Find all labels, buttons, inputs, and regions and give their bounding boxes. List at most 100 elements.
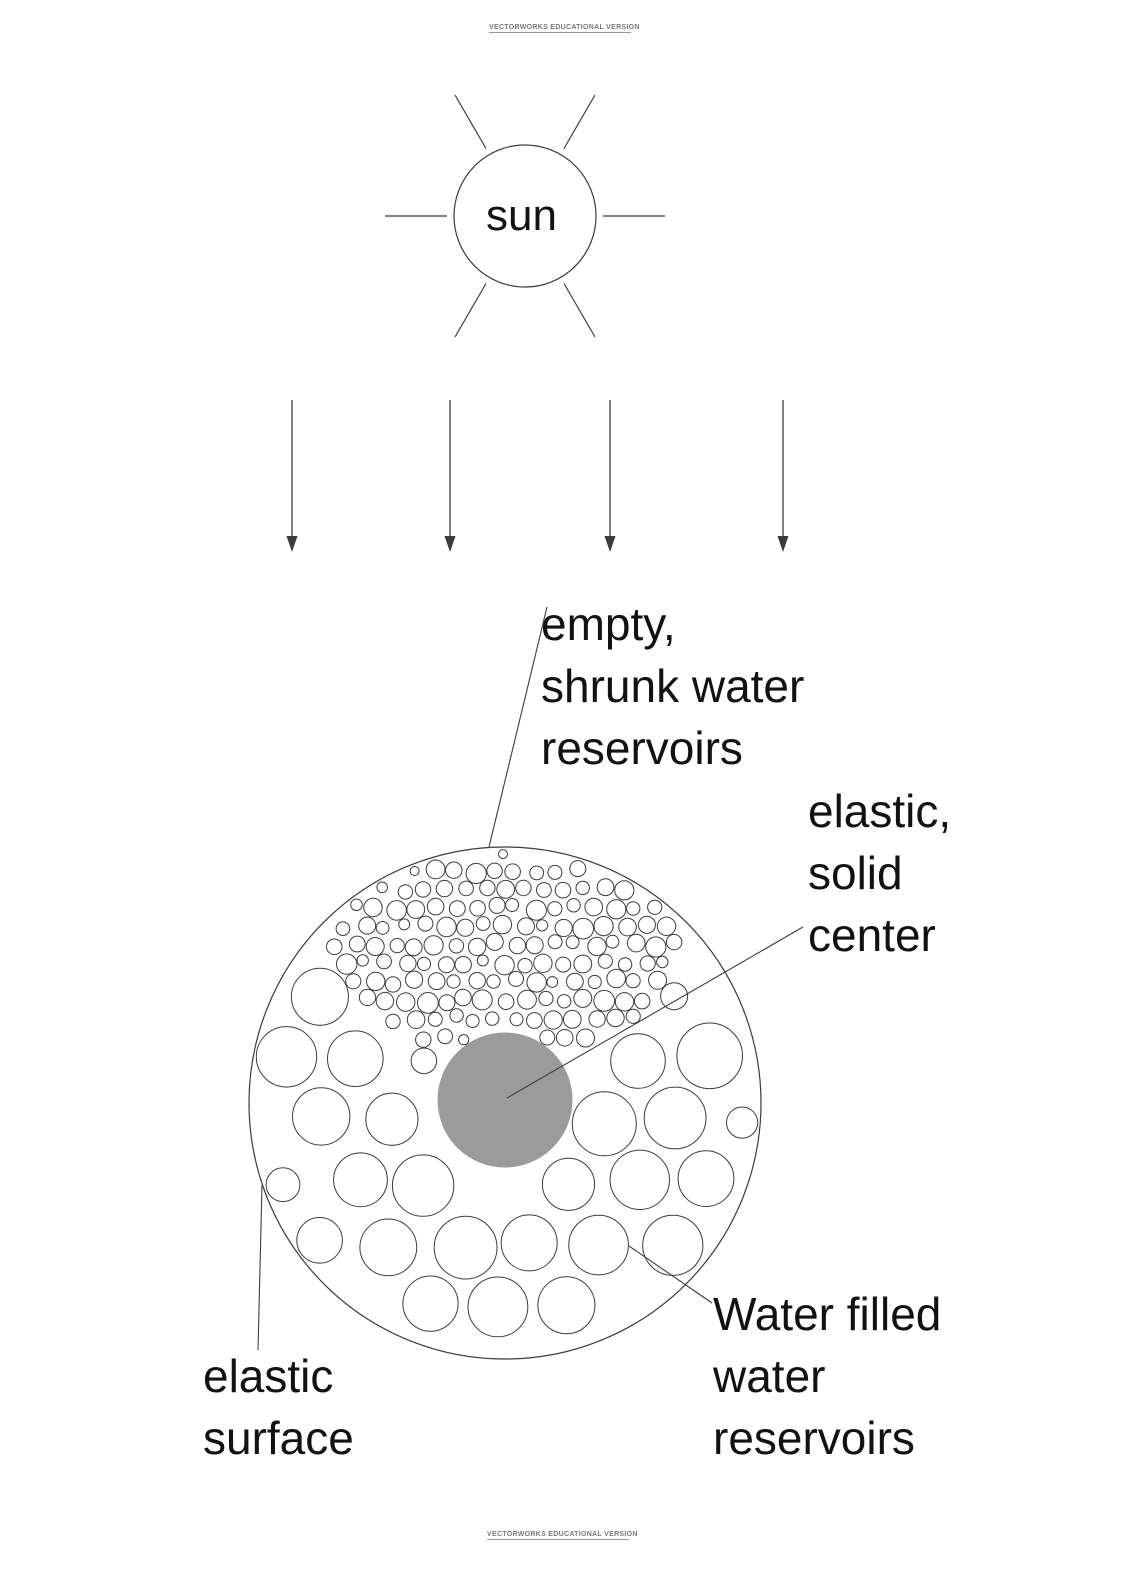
- empty-reservoir-circle: [496, 879, 516, 899]
- empty-reservoir-circle: [350, 898, 363, 912]
- empty-reservoir-circle: [456, 918, 475, 937]
- leader-solid-center: [506, 926, 804, 1099]
- empty-reservoir-circle: [384, 976, 402, 993]
- empty-reservoir-circle: [515, 879, 532, 897]
- empty-reservoir-circle: [587, 974, 602, 990]
- light-arrow-head: [286, 536, 298, 552]
- empty-reservoir-circle: [475, 916, 491, 931]
- empty-reservoir-circle: [485, 1011, 500, 1026]
- empty-reservoir-circle: [555, 956, 572, 973]
- empty-reservoir-circle: [365, 937, 385, 956]
- empty-reservoir-circle: [458, 1034, 470, 1046]
- label-elastic-solid-center: elastic, solid center: [808, 785, 952, 962]
- empty-reservoir-circle: [336, 953, 358, 975]
- empty-reservoir-circle: [647, 899, 663, 915]
- empty-reservoir-circle: [425, 859, 446, 880]
- empty-reservoir-circle: [435, 879, 454, 898]
- empty-reservoir-circle: [358, 988, 377, 1007]
- empty-reservoir-circle: [445, 861, 463, 879]
- empty-reservoir-circle: [617, 957, 633, 972]
- empty-reservoir-circle: [406, 900, 426, 919]
- empty-reservoir-circle: [416, 956, 432, 972]
- water-reservoir-circle: [568, 1214, 629, 1276]
- empty-reservoir-circle: [639, 955, 656, 972]
- empty-reservoir-circle: [593, 989, 616, 1012]
- empty-reservoir-circle: [605, 934, 620, 949]
- empty-reservoir-circle: [554, 918, 573, 938]
- empty-reservoir-circle: [363, 897, 383, 918]
- empty-reservoir-circle: [665, 933, 683, 951]
- empty-reservoir-circle: [566, 972, 584, 991]
- empty-reservoir-circle: [468, 972, 486, 990]
- empty-reservoir-circle: [656, 955, 669, 969]
- water-reservoir-circle: [643, 1086, 707, 1150]
- empty-reservoir-circle: [539, 1029, 556, 1046]
- empty-reservoir-circle: [417, 915, 434, 932]
- empty-reservoir-circle: [517, 958, 533, 974]
- empty-reservoir-circle: [606, 968, 627, 989]
- water-reservoir-circle: [676, 1022, 744, 1090]
- water-reservoir-circle: [255, 1026, 318, 1088]
- empty-reservoir-circle: [437, 956, 455, 974]
- empty-reservoir-circle: [569, 860, 587, 878]
- empty-reservoir-circle: [454, 956, 472, 974]
- water-reservoir-circle: [410, 1047, 438, 1075]
- light-arrow-head: [604, 536, 616, 552]
- empty-reservoir-circle: [593, 916, 614, 937]
- empty-reservoir-circle: [576, 1028, 595, 1048]
- sun-circle: [453, 144, 597, 288]
- water-reservoir-circle: [500, 1214, 558, 1272]
- empty-reservoir-circle: [526, 972, 547, 993]
- empty-reservoir-circle: [335, 921, 351, 937]
- empty-reservoir-circle: [469, 900, 486, 917]
- light-arrows: [286, 400, 789, 552]
- light-arrow-head: [444, 536, 456, 552]
- water-reservoir-circle: [467, 1276, 529, 1338]
- empty-reservoir-circle: [543, 1010, 563, 1030]
- water-reservoir-circle: [433, 1215, 498, 1280]
- empty-reservoir-circle: [555, 1029, 574, 1047]
- empty-reservoir-circle: [438, 994, 456, 1012]
- empty-reservoir-circle: [436, 916, 457, 938]
- empty-reservoir-circle: [375, 921, 390, 935]
- empty-reservoir-circle: [427, 972, 446, 991]
- empty-reservoir-circle: [437, 1028, 454, 1045]
- sun-ray: [563, 283, 596, 338]
- empty-reservoir-circle: [465, 1014, 480, 1028]
- water-reservoir-circle: [642, 1214, 704, 1276]
- empty-reservoir-circle: [526, 1012, 543, 1029]
- empty-reservoir-circle: [562, 1009, 582, 1029]
- empty-reservoir-circle: [366, 971, 386, 992]
- empty-reservoir-circle: [505, 898, 520, 912]
- empty-reservoir-circle: [494, 955, 515, 976]
- empty-reservoir-circle: [547, 901, 563, 917]
- empty-reservoir-circle: [498, 849, 508, 860]
- empty-reservoir-circle: [648, 970, 668, 990]
- empty-reservoir-circle: [565, 935, 580, 950]
- empty-reservoir-circle: [547, 934, 563, 950]
- empty-reservoir-circle: [509, 1012, 524, 1027]
- empty-reservoir-circle: [486, 862, 503, 879]
- light-arrow-head: [777, 536, 789, 552]
- empty-reservoir-circle: [409, 866, 420, 876]
- empty-reservoir-circle: [446, 974, 461, 989]
- empty-reservoir-circle: [525, 936, 544, 955]
- leader-elastic-surface: [257, 1184, 263, 1351]
- empty-reservoir-circle: [454, 988, 472, 1007]
- leader-empty-reservoirs: [488, 606, 548, 848]
- empty-reservoir-circle: [414, 881, 432, 898]
- label-elastic-surface: elastic surface: [203, 1350, 354, 1465]
- empty-reservoir-circle: [633, 992, 651, 1010]
- water-reservoir-circle: [290, 967, 349, 1026]
- water-reservoir-circle: [265, 1167, 301, 1203]
- water-reservoir-circle: [359, 1218, 418, 1277]
- empty-reservoir-circle: [479, 879, 496, 897]
- empty-reservoir-circle: [557, 994, 572, 1009]
- empty-reservoir-circle: [573, 988, 593, 1008]
- sun-ray: [454, 94, 487, 149]
- empty-reservoir-circle: [385, 1013, 401, 1030]
- empty-reservoir-circle: [471, 989, 493, 1011]
- label-empty-reservoirs: empty, shrunk water reservoirs: [541, 598, 805, 775]
